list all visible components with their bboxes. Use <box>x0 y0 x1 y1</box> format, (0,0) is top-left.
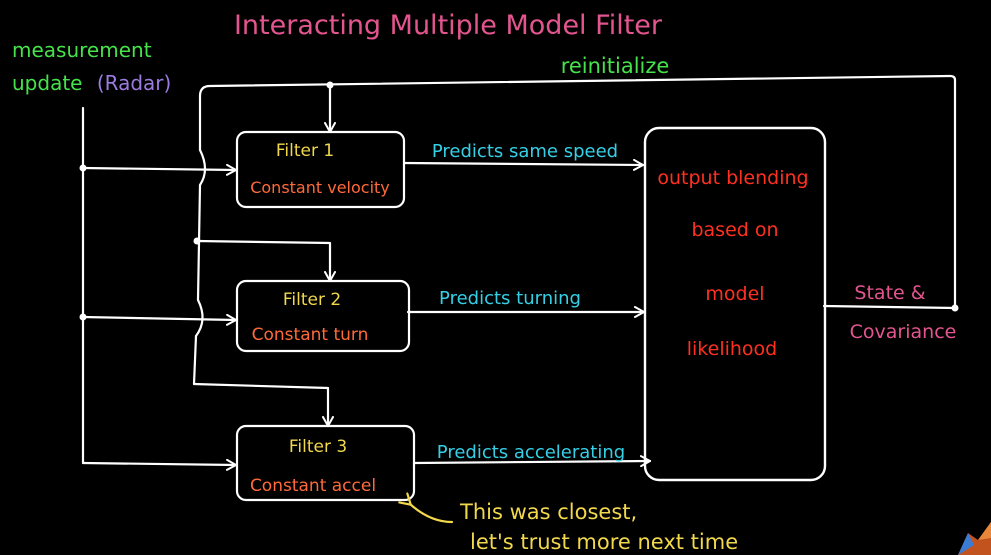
filter-3-model: Constant accel <box>250 476 376 496</box>
output-tap <box>822 304 957 310</box>
filter-2-model: Constant turn <box>252 325 369 345</box>
feedback-to-filter-2 <box>195 239 336 283</box>
output-blending-block: output blending based on model likelihoo… <box>643 126 827 482</box>
junction-dot <box>193 237 201 245</box>
junction-dot <box>79 164 87 172</box>
note-arrow <box>410 504 454 524</box>
filter-1-box <box>235 130 406 209</box>
filter-3-box <box>235 424 416 502</box>
output-covariance-label: Covariance <box>850 321 957 343</box>
note-line-1: This was closest, <box>459 500 637 524</box>
filter-3-prediction: Predicts accelerating <box>437 442 625 463</box>
filter-1-prediction: Predicts same speed <box>432 141 618 162</box>
matlab-logo-icon <box>958 522 991 555</box>
blend-line-2: based on <box>691 219 778 241</box>
filter-1-block: Filter 1 Constant velocity <box>235 130 406 209</box>
filter-3-name: Filter 3 <box>289 437 347 457</box>
filter-3-to-blend <box>412 455 652 468</box>
connector-lines <box>81 74 957 471</box>
filter-1-name: Filter 1 <box>276 141 334 161</box>
junction-dots <box>79 81 959 321</box>
blend-line-1: output blending <box>657 167 808 189</box>
feedback-up <box>198 74 957 310</box>
feedback-hop-2 <box>194 298 204 338</box>
filter-2-name: Filter 2 <box>283 290 341 310</box>
feedback-hop-1 <box>198 148 207 187</box>
diagram-title: Interacting Multiple Model Filter <box>234 10 663 41</box>
feedback-to-filter-3 <box>192 382 334 428</box>
update-label: update (Radar) <box>12 71 171 95</box>
measurement-label: measurement <box>12 38 152 62</box>
filter-1-to-blend <box>402 158 645 171</box>
filter-2-block: Filter 2 Constant turn <box>235 279 411 353</box>
filter-1-model: Constant velocity <box>250 178 390 197</box>
input-to-filter-1 <box>81 163 238 176</box>
note-line-2: let's trust more next time <box>470 530 738 554</box>
filter-3-block: Filter 3 Constant accel <box>235 424 416 502</box>
output-blending-box <box>643 126 827 482</box>
junction-dot <box>79 313 87 321</box>
blend-line-3: model <box>705 283 764 305</box>
junction-dot <box>326 81 334 89</box>
input-to-filter-3 <box>81 458 238 471</box>
feedback-bus-lower <box>192 334 198 386</box>
update-text: update <box>12 71 82 95</box>
filter-2-prediction: Predicts turning <box>439 288 581 309</box>
filter-2-box <box>235 279 411 353</box>
blend-line-4: likelihood <box>687 338 777 360</box>
junction-dot <box>951 304 959 312</box>
output-state-label: State & <box>854 282 925 304</box>
input-to-filter-2 <box>81 313 238 326</box>
reinitialize-label: reinitialize <box>561 54 670 78</box>
radar-text: (Radar) <box>97 71 172 95</box>
